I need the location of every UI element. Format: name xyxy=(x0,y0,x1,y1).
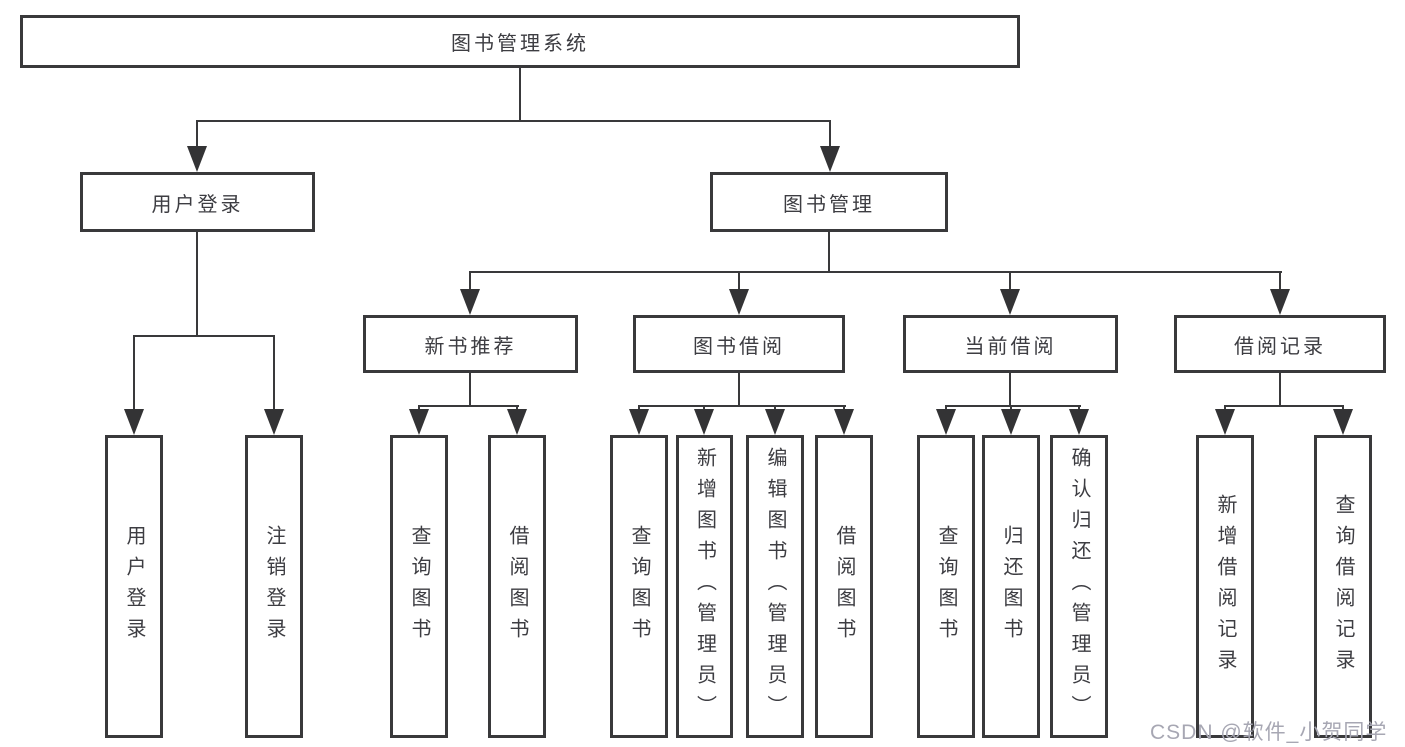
arrowhead-down-icon xyxy=(1069,409,1089,435)
csdn-watermark: CSDN @软件_小贺同学 xyxy=(1150,721,1388,744)
arrowhead-down-icon xyxy=(1270,289,1290,315)
arrowhead-down-icon xyxy=(834,409,854,435)
connector-line xyxy=(418,405,519,407)
leaf-label: 确认归还（管理员） xyxy=(1068,447,1090,726)
leaf-label: 注销登录 xyxy=(263,524,285,649)
arrowhead-down-icon xyxy=(507,409,527,435)
node-label: 借阅记录 xyxy=(1234,335,1326,358)
leaf-add-book-admin: 新增图书（管理员） xyxy=(676,435,733,738)
leaf-label: 归还图书 xyxy=(1000,524,1022,649)
node-label: 当前借阅 xyxy=(964,335,1057,358)
arrowhead-down-icon xyxy=(1333,409,1353,435)
connector-line xyxy=(1224,405,1344,407)
connector-line xyxy=(196,120,198,148)
connector-line xyxy=(273,335,275,411)
connector-line xyxy=(519,68,521,122)
connector-line xyxy=(469,271,471,291)
leaf-logout: 注销登录 xyxy=(245,435,303,738)
leaf-query-books-recommend: 查询图书 xyxy=(390,435,448,738)
connector-line xyxy=(738,373,740,407)
connector-line xyxy=(133,335,275,337)
node-library-management-system: 图书管理系统 xyxy=(20,15,1020,68)
arrowhead-down-icon xyxy=(1215,409,1235,435)
connector-line xyxy=(1009,271,1011,291)
leaf-label: 新增图书（管理员） xyxy=(693,447,716,726)
arrowhead-down-icon xyxy=(694,409,714,435)
arrowhead-down-icon xyxy=(1000,289,1020,315)
connector-line xyxy=(638,405,846,407)
leaf-label: 查询图书 xyxy=(408,524,430,649)
leaf-label: 编辑图书（管理员） xyxy=(764,447,786,726)
node-label: 图书管理系统 xyxy=(451,33,589,55)
arrowhead-down-icon xyxy=(187,146,207,172)
connector-line xyxy=(1279,271,1281,291)
arrowhead-down-icon xyxy=(264,409,284,435)
leaf-label: 查询图书 xyxy=(628,524,650,649)
leaf-user-login: 用户登录 xyxy=(105,435,163,738)
arrowhead-down-icon xyxy=(460,289,480,315)
node-label: 图书借阅 xyxy=(693,335,785,358)
connector-line xyxy=(738,271,740,291)
connector-line xyxy=(828,232,830,273)
arrowhead-down-icon xyxy=(629,409,649,435)
leaf-return-book: 归还图书 xyxy=(982,435,1040,738)
arrowhead-down-icon xyxy=(1001,409,1021,435)
leaf-label: 用户登录 xyxy=(123,524,145,649)
connector-line xyxy=(1279,373,1281,407)
leaf-edit-book-admin: 编辑图书（管理员） xyxy=(746,435,804,738)
node-user-login: 用户登录 xyxy=(80,172,315,232)
connector-line xyxy=(133,335,135,411)
arrowhead-down-icon xyxy=(820,146,840,172)
node-new-book-recommendation: 新书推荐 xyxy=(363,315,578,373)
connector-line xyxy=(196,120,831,122)
node-book-management: 图书管理 xyxy=(710,172,948,232)
arrowhead-down-icon xyxy=(729,289,749,315)
leaf-label: 查询图书 xyxy=(935,524,957,649)
connector-line xyxy=(1009,373,1011,407)
leaf-borrow-books-borrowing: 借阅图书 xyxy=(815,435,873,738)
node-borrowing-records: 借阅记录 xyxy=(1174,315,1386,373)
leaf-label: 查询借阅记录 xyxy=(1332,493,1354,680)
leaf-confirm-return-admin: 确认归还（管理员） xyxy=(1050,435,1108,738)
leaf-add-borrow-record: 新增借阅记录 xyxy=(1196,435,1254,738)
node-book-borrowing: 图书借阅 xyxy=(633,315,845,373)
node-current-borrowing: 当前借阅 xyxy=(903,315,1118,373)
leaf-label: 借阅图书 xyxy=(506,524,528,649)
connector-line xyxy=(196,232,198,337)
leaf-query-borrow-record: 查询借阅记录 xyxy=(1314,435,1372,738)
node-label: 图书管理 xyxy=(783,193,875,216)
connector-line xyxy=(829,120,831,148)
arrowhead-down-icon xyxy=(124,409,144,435)
leaf-query-books-current: 查询图书 xyxy=(917,435,975,738)
node-label: 新书推荐 xyxy=(424,335,517,358)
connector-line xyxy=(469,373,471,407)
leaf-label: 借阅图书 xyxy=(833,524,855,649)
leaf-borrow-books-recommend: 借阅图书 xyxy=(488,435,546,738)
node-label: 用户登录 xyxy=(151,193,244,216)
connector-line xyxy=(469,271,1282,273)
leaf-label: 新增借阅记录 xyxy=(1214,493,1236,680)
arrowhead-down-icon xyxy=(936,409,956,435)
arrowhead-down-icon xyxy=(409,409,429,435)
leaf-query-books-borrowing: 查询图书 xyxy=(610,435,668,738)
connector-line xyxy=(945,405,1081,407)
arrowhead-down-icon xyxy=(765,409,785,435)
